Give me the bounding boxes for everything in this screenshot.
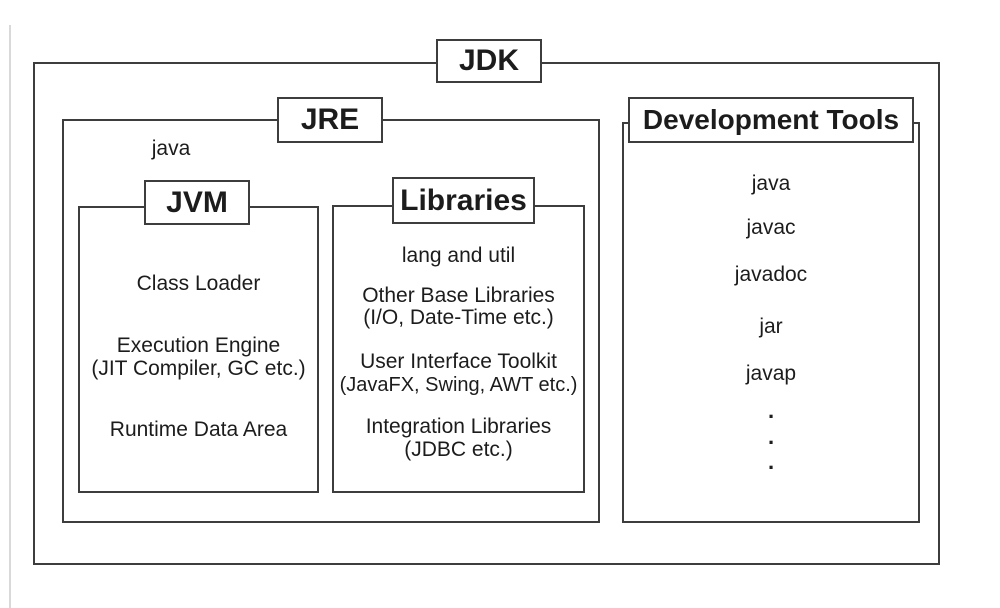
development-tools-box [622, 122, 920, 523]
devtools-item-java: java [751, 172, 791, 195]
jvm-item-class-loader: Class Loader [136, 272, 261, 295]
devtools-item-javadoc: javadoc [734, 263, 808, 286]
jvm-item-runtime-data-area: Runtime Data Area [109, 418, 288, 441]
libraries-item-integration: Integration Libraries [365, 415, 552, 438]
jre-label: JRE [277, 97, 383, 143]
devtools-ellipsis-dot: . [767, 424, 775, 449]
devtools-ellipsis-dot: . [767, 398, 775, 423]
libraries-label: Libraries [392, 177, 535, 224]
jvm-label: JVM [144, 180, 250, 225]
libraries-item-ui-toolkit-detail: (JavaFX, Swing, AWT etc.) [339, 374, 578, 396]
libraries-item-other-base-detail: (I/O, Date-Time etc.) [363, 306, 554, 329]
libraries-item-lang-and-util: lang and util [401, 244, 516, 267]
devtools-item-jar: jar [759, 315, 783, 338]
jdk-label: JDK [436, 39, 542, 83]
development-tools-label: Development Tools [628, 97, 914, 143]
jvm-item-execution-engine: Execution Engine [116, 334, 281, 357]
jvm-item-execution-engine-detail: (JIT Compiler, GC etc.) [91, 357, 306, 380]
libraries-item-other-base: Other Base Libraries [362, 284, 555, 307]
jre-java-label: java [151, 137, 191, 160]
left-edge-artifact-line [9, 25, 11, 608]
devtools-ellipsis-dot: . [767, 449, 775, 474]
devtools-item-javac: javac [746, 216, 796, 239]
libraries-box [332, 205, 585, 493]
devtools-item-javap: javap [745, 362, 797, 385]
libraries-item-integration-detail: (JDBC etc.) [404, 438, 513, 461]
libraries-item-ui-toolkit: User Interface Toolkit [360, 350, 557, 373]
jvm-box [78, 206, 319, 493]
